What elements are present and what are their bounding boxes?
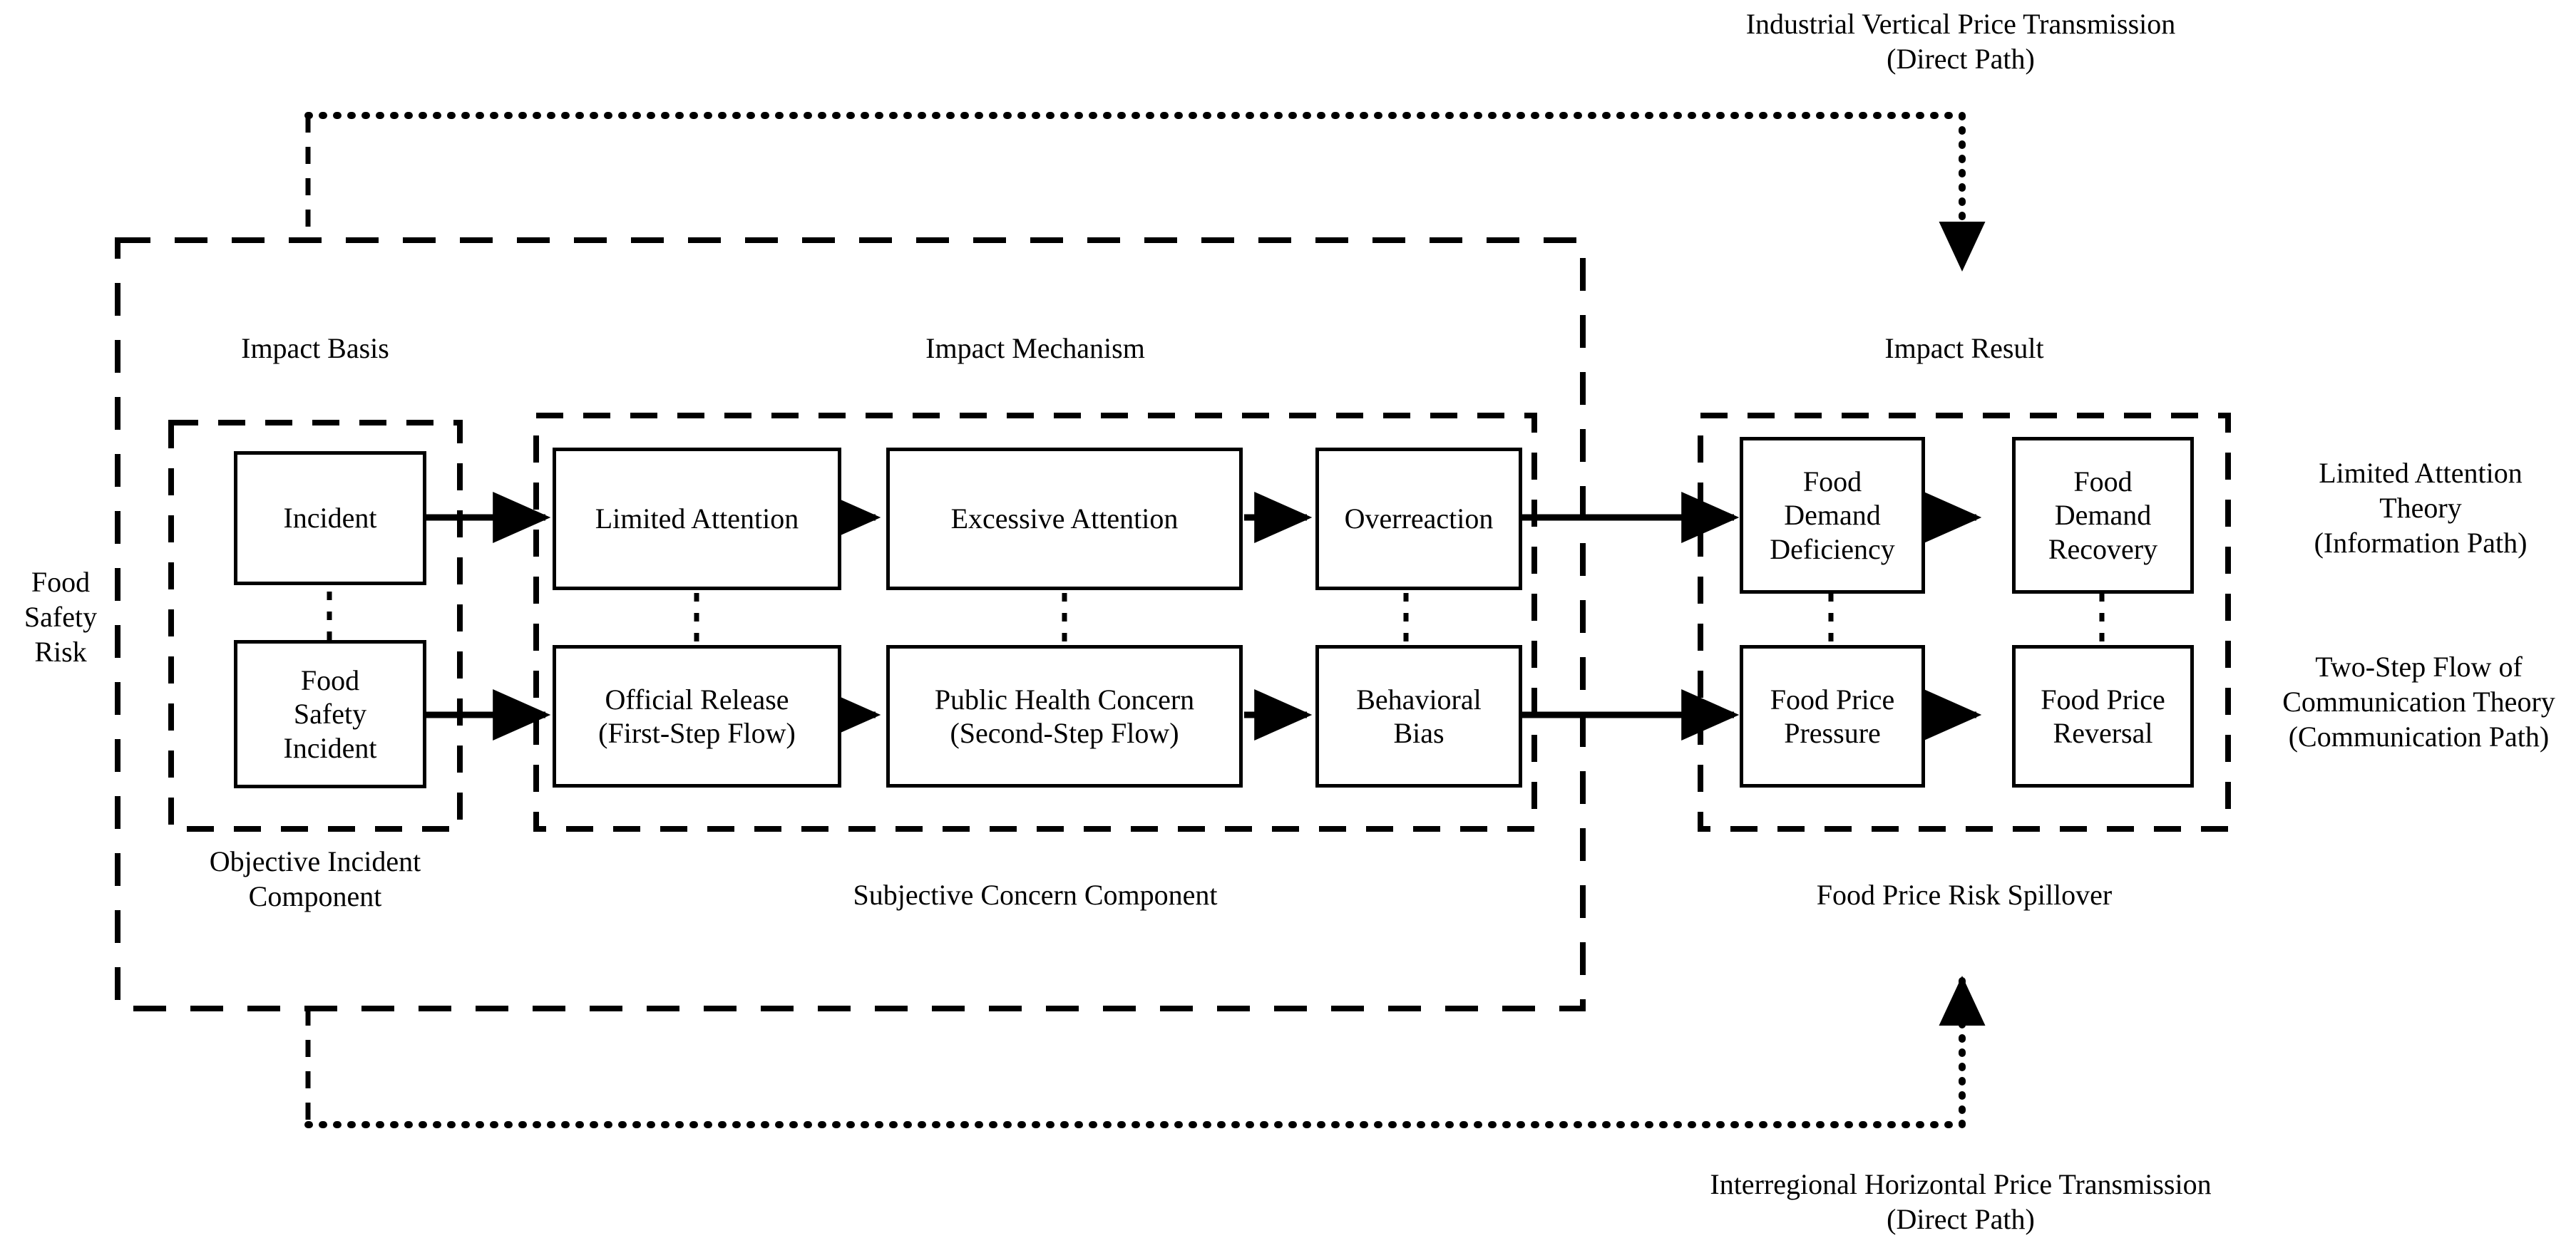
note-limited-attention-theory: Limited Attention Theory (Information Pa…: [2314, 457, 2528, 559]
horizontal-price-transmission-path: [304, 976, 1986, 1128]
node-public-health-concern[interactable]: Public Health Concern (Second-Step Flow): [886, 645, 1243, 788]
node-official-release[interactable]: Official Release (First-Step Flow): [553, 645, 841, 788]
caption-subjective-concern-component: Subjective Concern Component: [853, 879, 1218, 911]
node-food-demand-deficiency[interactable]: Food Demand Deficiency: [1740, 437, 1925, 594]
note-two-step-flow-theory: Two-Step Flow of Communication Theory (C…: [2282, 651, 2555, 753]
node-food-price-pressure[interactable]: Food Price Pressure: [1740, 645, 1925, 788]
food-safety-risk-label: Food Safety Risk: [24, 566, 98, 668]
node-behavioral-bias[interactable]: Behavioral Bias: [1315, 645, 1522, 788]
node-limited-attention[interactable]: Limited Attention: [553, 448, 841, 590]
vertical-price-transmission-path: [304, 112, 1986, 272]
stage-title-impact-result: Impact Result: [1884, 332, 2044, 364]
caption-food-price-risk-spillover: Food Price Risk Spillover: [1816, 879, 2113, 911]
caption-objective-incident-component: Objective Incident Component: [209, 845, 421, 912]
node-food-price-reversal[interactable]: Food Price Reversal: [2012, 645, 2194, 788]
stage-title-impact-mechanism: Impact Mechanism: [925, 332, 1145, 364]
node-incident[interactable]: Incident: [234, 451, 426, 585]
node-food-demand-recovery[interactable]: Food Demand Recovery: [2012, 437, 2194, 594]
vertical-transmission-caption: Industrial Vertical Price Transmission (…: [1745, 8, 2176, 75]
horizontal-transmission-caption: Interregional Horizontal Price Transmiss…: [1710, 1168, 2212, 1235]
node-food-safety-incident[interactable]: Food Safety Incident: [234, 640, 426, 788]
node-excessive-attention[interactable]: Excessive Attention: [886, 448, 1243, 590]
node-overreaction[interactable]: Overreaction: [1315, 448, 1522, 590]
stage-title-impact-basis: Impact Basis: [241, 332, 389, 364]
